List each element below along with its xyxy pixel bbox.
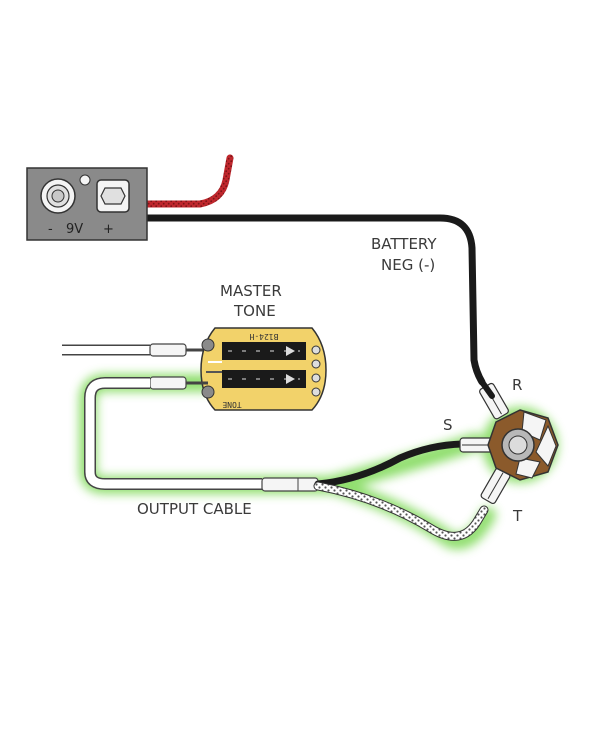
jack-label-r: R	[512, 376, 522, 394]
master-tone-pot: B124-H TONE	[200, 327, 327, 411]
output-hot-wire	[314, 440, 466, 488]
output-cable-label: OUTPUT CABLE	[137, 500, 252, 518]
battery-voltage-label: 9V	[66, 222, 83, 237]
battery-minus-label: -	[48, 222, 53, 237]
output-jack	[459, 379, 559, 505]
battery-neg-label-line1: BATTERY	[371, 235, 437, 253]
pot-tone-text: TONE	[222, 400, 241, 409]
jack-lug-s	[459, 437, 495, 453]
battery-box: - 9V +	[26, 167, 148, 241]
jack-label-s: S	[443, 416, 453, 434]
master-tone-label-line2: TONE	[233, 302, 276, 320]
pot-part-code: B124-H	[249, 332, 278, 341]
battery-plus-label: +	[103, 222, 114, 237]
master-tone-label-line1: MASTER	[220, 282, 282, 300]
battery-negative-wire	[143, 214, 486, 386]
jack-label-t: T	[512, 507, 523, 525]
battery-negative-terminal-icon	[40, 178, 76, 214]
battery-positive-terminal-icon	[96, 179, 130, 213]
output-cable	[84, 376, 319, 492]
input-cable	[62, 343, 208, 357]
battery-neg-label-line2: NEG (-)	[381, 256, 435, 274]
battery-indicator-icon	[79, 174, 91, 186]
red-wire	[143, 154, 234, 208]
